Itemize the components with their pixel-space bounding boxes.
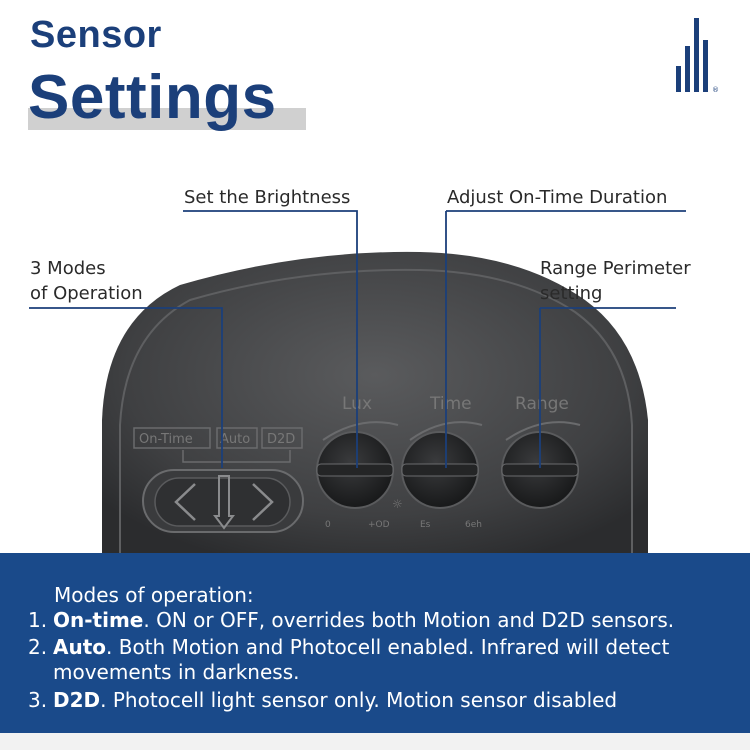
callout-modes-line1: 3 Modes bbox=[30, 258, 106, 279]
time-knob bbox=[401, 431, 479, 509]
info-item-auto-line2: movements in darkness. bbox=[53, 660, 299, 685]
callout-range: Range Perimeter setting bbox=[540, 256, 691, 306]
info-heading: Modes of operation: bbox=[54, 583, 254, 607]
callout-brightness: Set the Brightness bbox=[184, 187, 351, 208]
bottom-strip bbox=[0, 733, 750, 750]
info-item-number: 3. bbox=[28, 688, 48, 712]
info-panel bbox=[0, 553, 750, 733]
info-item-on-time: 1.On-time. ON or OFF, overrides both Mot… bbox=[28, 608, 674, 633]
lux-max-label: +OD bbox=[368, 520, 390, 530]
info-item-text: . Both Motion and Photocell enabled. Inf… bbox=[106, 635, 670, 659]
info-item-text: . ON or OFF, overrides both Motion and D… bbox=[143, 608, 675, 632]
info-item-number: 1. bbox=[28, 608, 48, 632]
dial-label-range: Range bbox=[515, 394, 569, 414]
callout-range-line1: Range Perimeter bbox=[540, 258, 691, 279]
mode-label-auto: Auto bbox=[220, 432, 250, 447]
brand-logo-icon: ® bbox=[676, 18, 719, 94]
time-max-label: 6eh bbox=[465, 520, 482, 530]
page-title-line2: Settings bbox=[28, 63, 277, 132]
chevron-right-icon bbox=[252, 483, 274, 521]
mode-label-d2d: D2D bbox=[267, 432, 295, 447]
info-item-name: Auto bbox=[53, 635, 107, 659]
callout-duration: Adjust On-Time Duration bbox=[447, 187, 668, 208]
info-item-name: D2D bbox=[53, 688, 101, 712]
dial-label-time: Time bbox=[429, 394, 472, 414]
info-item-d2d: 3.D2D. Photocell light sensor only. Moti… bbox=[28, 688, 617, 713]
title-underline-bar bbox=[28, 108, 306, 130]
info-item-auto: 2.Auto. Both Motion and Photocell enable… bbox=[28, 635, 669, 660]
chevron-left-icon bbox=[174, 483, 196, 521]
page-title-line1: Sensor bbox=[30, 14, 162, 56]
info-item-number: 2. bbox=[28, 635, 48, 659]
lux-min-label: 0 bbox=[325, 520, 331, 530]
time-min-label: Es bbox=[420, 520, 431, 530]
lux-knob bbox=[316, 431, 394, 509]
info-item-name: On-time bbox=[53, 608, 144, 632]
info-item-text-cont: movements in darkness. bbox=[53, 660, 300, 684]
callout-modes-line2: of Operation bbox=[30, 283, 143, 304]
mode-label-on-time: On-Time bbox=[139, 432, 193, 447]
callout-range-line2: setting bbox=[540, 283, 603, 304]
info-item-text: . Photocell light sensor only. Motion se… bbox=[100, 688, 618, 712]
down-arrow-icon bbox=[213, 475, 235, 530]
callout-modes: 3 Modes of Operation bbox=[30, 256, 143, 306]
sun-icon: ☼ bbox=[392, 497, 403, 511]
logo-registered-mark: ® bbox=[712, 86, 719, 94]
